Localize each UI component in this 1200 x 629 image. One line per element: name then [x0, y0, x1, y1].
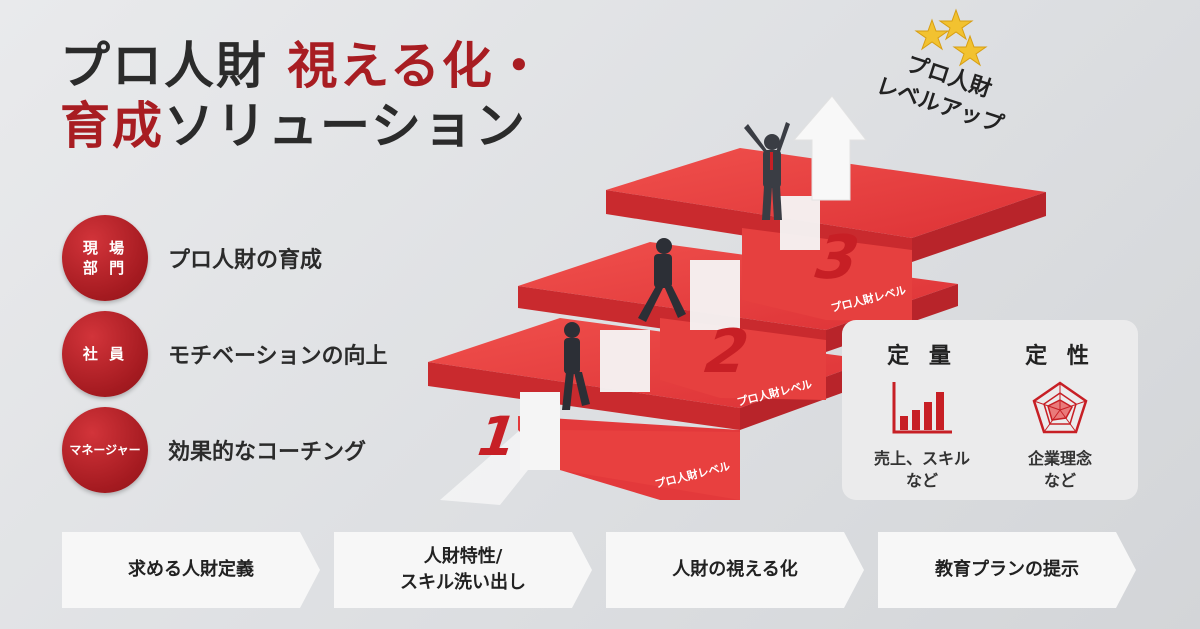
radar-chart-icon	[1000, 380, 1120, 436]
title-text: ソリューション	[164, 97, 527, 155]
target-item: 現 場 部 門 プロ人財の育成	[62, 210, 388, 306]
person-running-icon	[638, 238, 686, 322]
qualitative-title: 定 性	[1025, 344, 1095, 369]
white-path	[520, 95, 868, 470]
title-line-1: プロ人財 視える化・	[60, 36, 546, 96]
metrics-panel: 定 量 売上、スキル など 定 性	[842, 320, 1138, 500]
person-walking-icon	[562, 322, 590, 410]
target-benefit: プロ人財の育成	[168, 248, 323, 273]
quantitative-column: 定 量 売上、スキル など	[862, 338, 982, 492]
target-benefit: 効果的なコーチング	[168, 440, 367, 465]
qualitative-desc: 企業理念 など	[1027, 449, 1092, 490]
up-arrow-icon	[792, 95, 868, 201]
flow-step: 人財特性/ スキル洗い出し	[334, 532, 592, 608]
quantitative-title: 定 量	[887, 344, 957, 369]
target-benefit: モチベーションの向上	[168, 344, 388, 369]
quantitative-desc: 売上、スキル など	[873, 449, 970, 490]
target-circle: 社 員	[62, 311, 148, 397]
title-line-2: 育成ソリューション	[60, 96, 546, 156]
bar-chart-icon	[862, 380, 982, 436]
flow-step: 人財の視える化	[606, 532, 864, 608]
qualitative-column: 定 性 企業理念 など	[1000, 338, 1120, 492]
flow-step: 教育プランの提示	[878, 532, 1136, 608]
target-circle: 現 場 部 門	[62, 215, 148, 301]
process-flow: 求める人財定義 人財特性/ スキル洗い出し 人財の視える化 教育プランの提示	[62, 532, 1142, 608]
title-highlight: 視える化・	[287, 37, 546, 95]
flow-step: 求める人財定義	[62, 532, 320, 608]
star-icon	[914, 8, 988, 67]
target-item: 社 員 モチベーションの向上	[62, 306, 388, 402]
title-text: プロ人財	[60, 37, 268, 95]
target-list: 現 場 部 門 プロ人財の育成 社 員 モチベーションの向上 マネージャー 効果…	[62, 210, 388, 498]
person-celebrating-icon	[744, 122, 790, 220]
page-title: プロ人財 視える化・ 育成ソリューション	[60, 36, 546, 156]
target-circle: マネージャー	[62, 407, 148, 493]
target-item: マネージャー 効果的なコーチング	[62, 402, 388, 498]
title-highlight: 育成	[60, 97, 164, 155]
